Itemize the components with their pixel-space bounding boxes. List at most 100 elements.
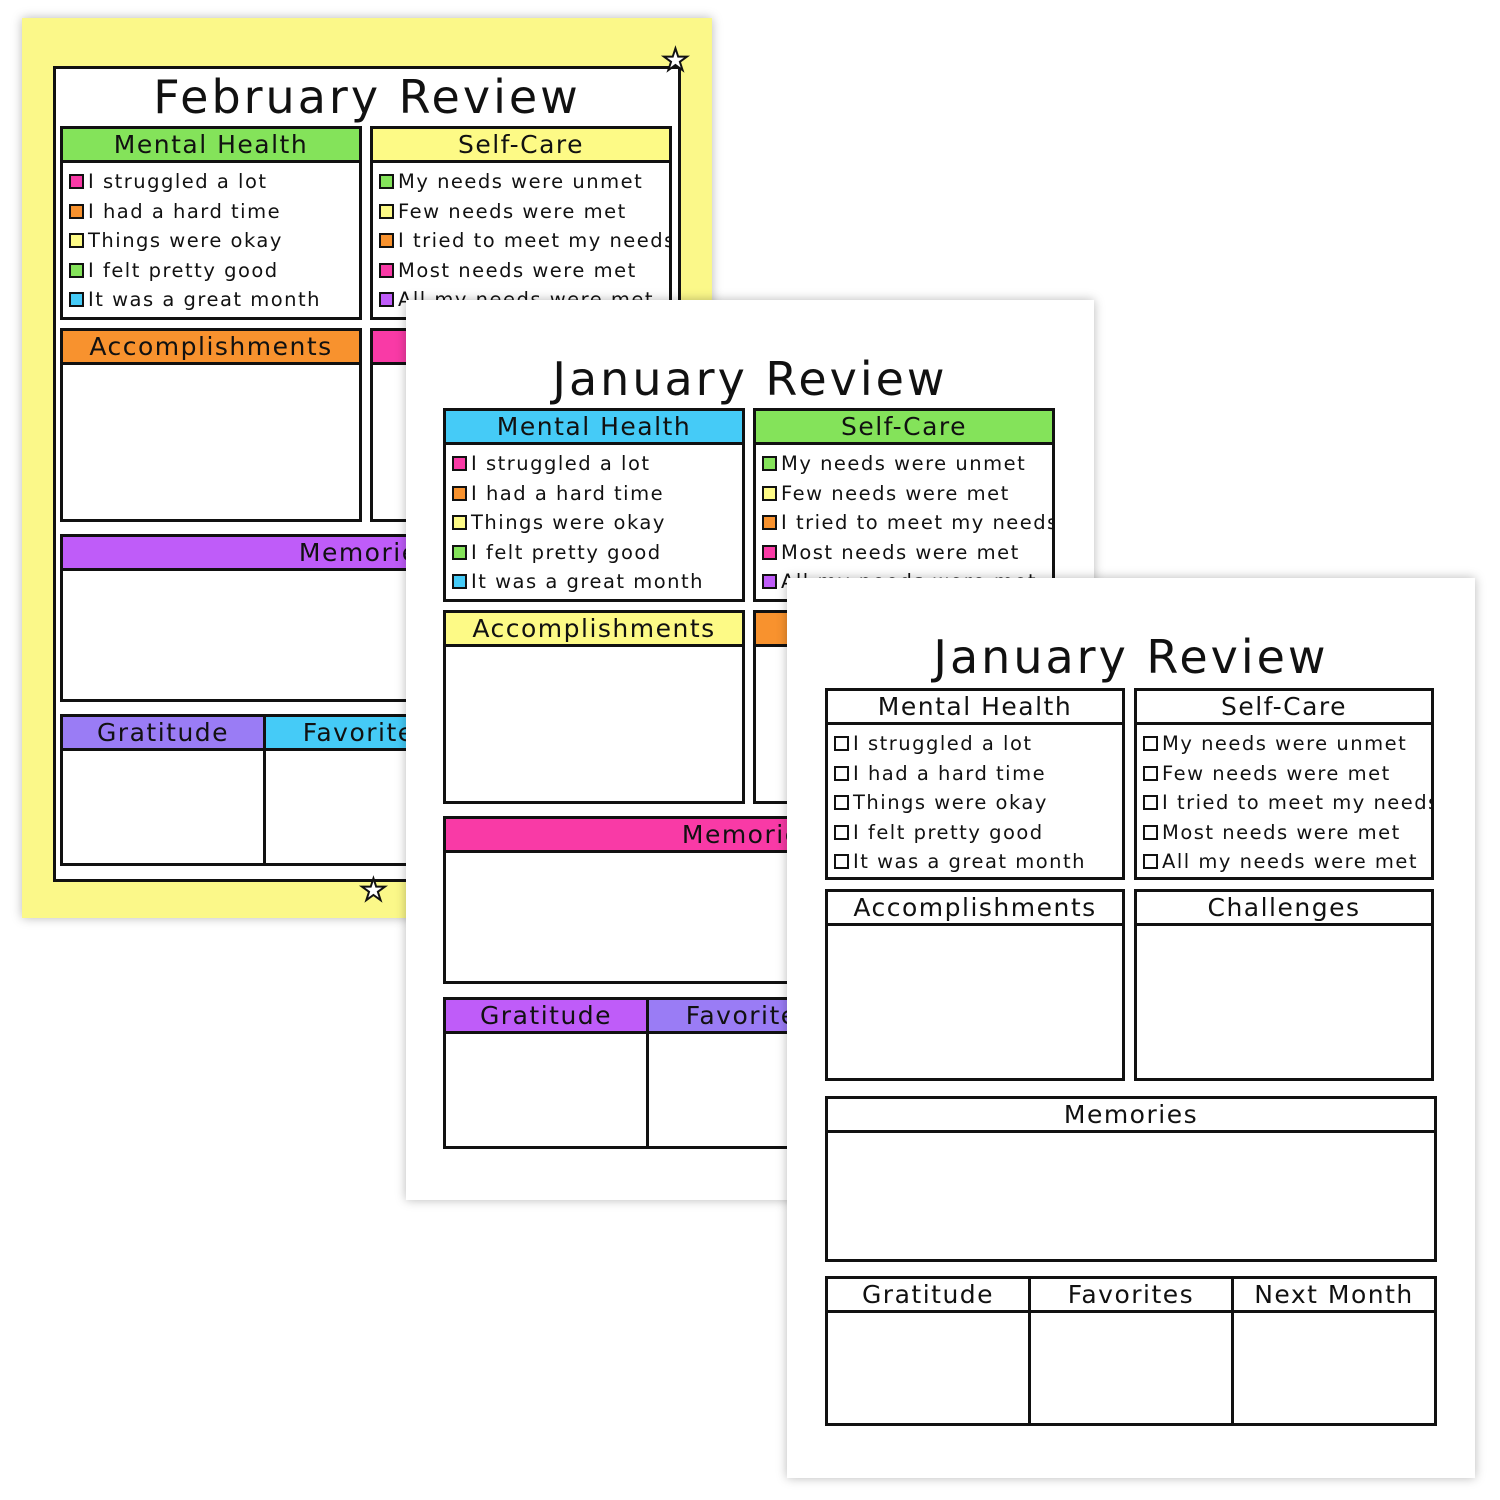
gratitude-header: Gratitude xyxy=(63,717,266,748)
checkbox[interactable] xyxy=(834,854,849,870)
section-header-row: Gratitude Favorites Next Month xyxy=(828,1279,1434,1313)
checklist-label: Things were okay xyxy=(471,511,666,535)
checklist-item[interactable]: My needs were unmet xyxy=(762,449,1046,479)
checklist-label: Few needs were met xyxy=(398,199,627,223)
self-care-section: Self-Care My needs were unmet Few needs … xyxy=(753,408,1055,602)
mental-health-section: Mental Health I struggled a lot I had a … xyxy=(825,688,1125,880)
checklist-label: It was a great month xyxy=(471,570,705,594)
checkbox[interactable] xyxy=(834,736,849,752)
checkbox[interactable] xyxy=(1143,795,1158,811)
checkbox[interactable] xyxy=(762,544,777,560)
checkbox[interactable] xyxy=(452,574,467,590)
checklist-item[interactable]: I struggled a lot xyxy=(69,167,353,197)
checklist-item[interactable]: It was a great month xyxy=(69,285,353,315)
checklist-item[interactable]: I felt pretty good xyxy=(69,256,353,286)
memories-section: Memories xyxy=(825,1096,1437,1262)
checkbox[interactable] xyxy=(452,515,467,531)
checkbox[interactable] xyxy=(762,574,777,590)
gratitude-area[interactable] xyxy=(446,1034,649,1146)
checklist-item[interactable]: I struggled a lot xyxy=(452,449,736,479)
checklist-item[interactable]: I had a hard time xyxy=(834,759,1116,789)
section-header: Memories xyxy=(828,1099,1434,1133)
checkbox[interactable] xyxy=(834,795,849,811)
checkbox[interactable] xyxy=(1143,736,1158,752)
checklist-item[interactable]: My needs were unmet xyxy=(379,167,663,197)
checkbox[interactable] xyxy=(762,515,777,531)
mental-health-section: Mental Health I struggled a lot I had a … xyxy=(443,408,745,602)
checklist-item[interactable]: All my needs were met xyxy=(1143,847,1425,877)
checklist-label: I struggled a lot xyxy=(88,170,268,194)
checklist-label: I felt pretty good xyxy=(471,540,662,564)
checklist-label: My needs were unmet xyxy=(781,452,1027,476)
checklist-item[interactable]: I struggled a lot xyxy=(834,729,1116,759)
checklist-label: Few needs were met xyxy=(781,481,1010,505)
next-month-header: Next Month xyxy=(1254,1280,1414,1309)
checklist-label: All my needs were met xyxy=(1162,850,1419,874)
checklist-label: I felt pretty good xyxy=(88,258,279,282)
favorites-header: Favorites xyxy=(1031,1279,1234,1310)
accomplishments-section: Accomplishments xyxy=(825,889,1125,1081)
checklist-item[interactable]: My needs were unmet xyxy=(1143,729,1425,759)
section-header: Self-Care xyxy=(373,129,669,163)
checkbox[interactable] xyxy=(1143,854,1158,870)
checklist-item[interactable]: I tried to meet my needs xyxy=(1143,788,1431,818)
checkbox[interactable] xyxy=(69,292,84,308)
checklist-item[interactable]: Few needs were met xyxy=(1143,759,1425,789)
checklist-label: Things were okay xyxy=(88,229,283,253)
next-month-area[interactable] xyxy=(1234,1313,1434,1423)
gratitude-area[interactable] xyxy=(828,1313,1031,1423)
checkbox[interactable] xyxy=(834,765,849,781)
checklist-item[interactable]: Few needs were met xyxy=(762,479,1046,509)
section-header: Self-Care xyxy=(1137,691,1431,725)
checkbox[interactable] xyxy=(379,292,394,308)
checklist-label: I struggled a lot xyxy=(471,452,651,476)
checklist-item[interactable]: I had a hard time xyxy=(452,479,736,509)
checklist-item[interactable]: I tried to meet my needs xyxy=(762,508,1052,538)
checkbox[interactable] xyxy=(69,203,84,219)
checklist-label: Most needs were met xyxy=(398,258,637,282)
gratitude-area[interactable] xyxy=(63,751,266,863)
checkbox[interactable] xyxy=(379,174,394,190)
star-icon: ★ xyxy=(359,873,388,908)
checkbox[interactable] xyxy=(452,456,467,472)
checklist-item[interactable]: I felt pretty good xyxy=(834,818,1116,848)
checklist-label: Things were okay xyxy=(853,791,1048,815)
checklist-item[interactable]: Things were okay xyxy=(834,788,1116,818)
checkbox[interactable] xyxy=(452,485,467,501)
self-care-section: Self-Care My needs were unmet Few needs … xyxy=(370,126,672,320)
checkbox[interactable] xyxy=(1143,824,1158,840)
checkbox[interactable] xyxy=(69,174,84,190)
checkbox[interactable] xyxy=(762,485,777,501)
page-title: February Review xyxy=(153,70,581,124)
checklist-label: Few needs were met xyxy=(1162,761,1391,785)
checkbox[interactable] xyxy=(69,262,84,278)
checkbox[interactable] xyxy=(379,262,394,278)
checkbox[interactable] xyxy=(452,544,467,560)
checklist-item[interactable]: I felt pretty good xyxy=(452,538,736,568)
favorites-area[interactable] xyxy=(1031,1313,1234,1423)
checklist-label: It was a great month xyxy=(853,850,1087,874)
checkbox[interactable] xyxy=(379,233,394,249)
checklist-label: Most needs were met xyxy=(1162,820,1401,844)
section-header: Mental Health xyxy=(446,411,742,445)
checklist-label: I had a hard time xyxy=(88,199,282,223)
checklist-item[interactable]: Most needs were met xyxy=(762,538,1046,568)
checklist-item[interactable]: Most needs were met xyxy=(1143,818,1425,848)
star-icon: ★ xyxy=(661,43,690,78)
checklist-item[interactable]: Things were okay xyxy=(452,508,736,538)
checklist-item[interactable]: I had a hard time xyxy=(69,197,353,227)
checklist-item[interactable]: I tried to meet my needs xyxy=(379,226,669,256)
checklist-item[interactable]: It was a great month xyxy=(834,847,1116,877)
checklist-label: I tried to meet my needs xyxy=(781,511,1052,535)
checklist-item[interactable]: Things were okay xyxy=(69,226,353,256)
checklist-item[interactable]: Most needs were met xyxy=(379,256,663,286)
checklist-label: My needs were unmet xyxy=(1162,732,1408,756)
checklist-item[interactable]: Few needs were met xyxy=(379,197,663,227)
checkbox[interactable] xyxy=(762,456,777,472)
checkbox[interactable] xyxy=(379,203,394,219)
checkbox[interactable] xyxy=(69,233,84,249)
checkbox[interactable] xyxy=(834,824,849,840)
checklist-item[interactable]: It was a great month xyxy=(452,567,736,597)
checkbox[interactable] xyxy=(1143,765,1158,781)
checklist-label: I had a hard time xyxy=(853,761,1047,785)
